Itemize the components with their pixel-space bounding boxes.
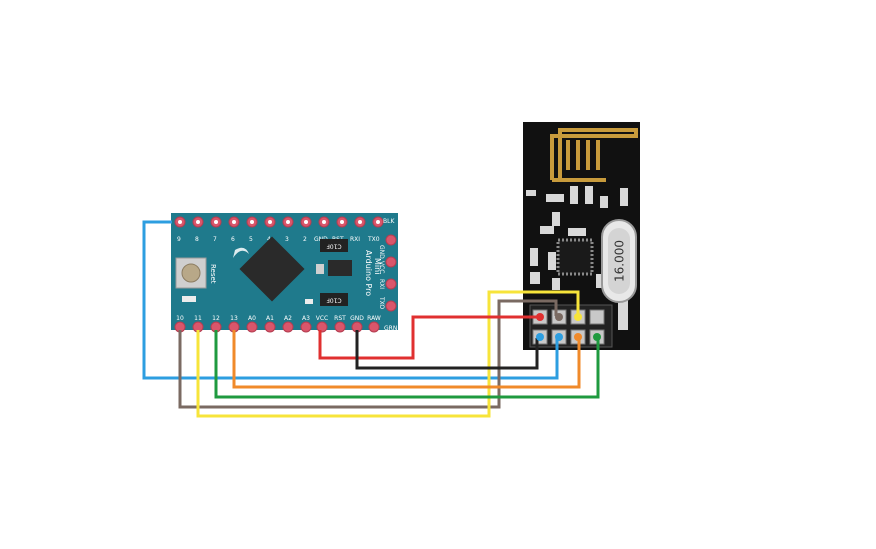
wire-end-caps [536, 313, 601, 341]
right-label-txo: TXO [378, 296, 385, 309]
pin-label-vcc: VCC [316, 315, 328, 322]
regulator [328, 260, 352, 276]
pin-label-12: 12 [212, 315, 220, 322]
board-name: Arduino Pro Mini [364, 250, 382, 296]
right-label-vcc: VCC [378, 261, 385, 273]
pin-label-tx0-top: TX0 [367, 236, 380, 243]
arduino-bottom-pin-labels: 10 11 12 13 A0 A1 A2 A3 VCC RST GND RAW [176, 315, 381, 322]
pad-right-txo [385, 300, 397, 312]
nrf-pin-top-4 [589, 309, 605, 325]
pad-raw [368, 321, 380, 333]
right-pin-labels: GND VCC RXI TXO [378, 245, 385, 309]
arduino-logo-icon [233, 247, 249, 258]
pin-label-rxi-top: RXI [350, 236, 360, 243]
pad-right-gnd [385, 234, 397, 246]
wire-red [318, 315, 540, 360]
right-label-rxi: RXI [378, 279, 385, 289]
cap-label-top: C10F [326, 243, 342, 250]
pin-label-7: 7 [213, 236, 217, 243]
wire-brown [178, 299, 558, 409]
arduino-right-pads [385, 234, 397, 312]
wire-black [355, 330, 539, 370]
antenna-trace [550, 128, 638, 182]
pad-vcc [316, 321, 328, 333]
wire-yellow [196, 290, 580, 418]
smd-left [305, 299, 313, 304]
wire-blue [142, 220, 559, 380]
pin-label-2: 2 [303, 236, 307, 243]
pin-label-9: 9 [177, 236, 181, 243]
pin-label-13: 13 [230, 315, 238, 322]
arduino-top-pads [174, 216, 384, 228]
pin-label-rst-bottom: RST [334, 315, 346, 322]
pin-label-raw: RAW [367, 315, 381, 322]
microcontroller-chip [239, 236, 305, 302]
reset-label: Reset [209, 264, 217, 284]
corner-label-grn: GRN [384, 325, 397, 332]
cap-label-bottom: C10F [326, 297, 342, 304]
crystal: 16.000 [601, 219, 637, 303]
capacitor-top: C10F [320, 239, 348, 252]
capacitor-bottom: C10F [320, 293, 348, 306]
pin-label-a3: A3 [302, 315, 310, 322]
smd-components [526, 186, 628, 330]
pin-label-11: 11 [194, 315, 202, 322]
arduino-pro-mini: 9 8 7 6 5 4 3 2 GND RST RXI TX0 [171, 213, 398, 333]
pin-label-3: 3 [285, 236, 289, 243]
reset-button[interactable] [175, 257, 207, 289]
arduino-bottom-pads [174, 321, 380, 333]
small-component [316, 264, 324, 274]
corner-label-blk: BLK [383, 218, 395, 225]
pin-label-a0: A0 [248, 315, 256, 322]
crystal-label: 16.000 [613, 240, 627, 282]
pin-label-gnd-bottom: GND [350, 315, 364, 322]
right-label-gnd: GND [378, 245, 385, 259]
pin-label-10: 10 [176, 315, 184, 322]
pin-label-5: 5 [249, 236, 253, 243]
rf-chip [556, 238, 594, 276]
pin-label-a2: A2 [284, 315, 292, 322]
led [182, 296, 196, 302]
pad-right-rxi [385, 278, 397, 290]
pin-label-6: 6 [231, 236, 235, 243]
wires [142, 220, 600, 418]
pad-a2 [282, 321, 294, 333]
pad-right-vcc [385, 256, 397, 268]
nrf24-module: 16.000 [523, 122, 640, 350]
wire-green [214, 330, 600, 399]
pin-label-a1: A1 [266, 315, 274, 322]
pad-a1 [264, 321, 276, 333]
board-name-line-1: Arduino Pro [364, 250, 373, 296]
pad-a0 [246, 321, 258, 333]
pin-label-8: 8 [195, 236, 199, 243]
pad-rst-bottom [334, 321, 346, 333]
pad-a3 [300, 321, 312, 333]
board-name-line-2: Mini [373, 258, 382, 274]
wire-orange [232, 330, 581, 389]
